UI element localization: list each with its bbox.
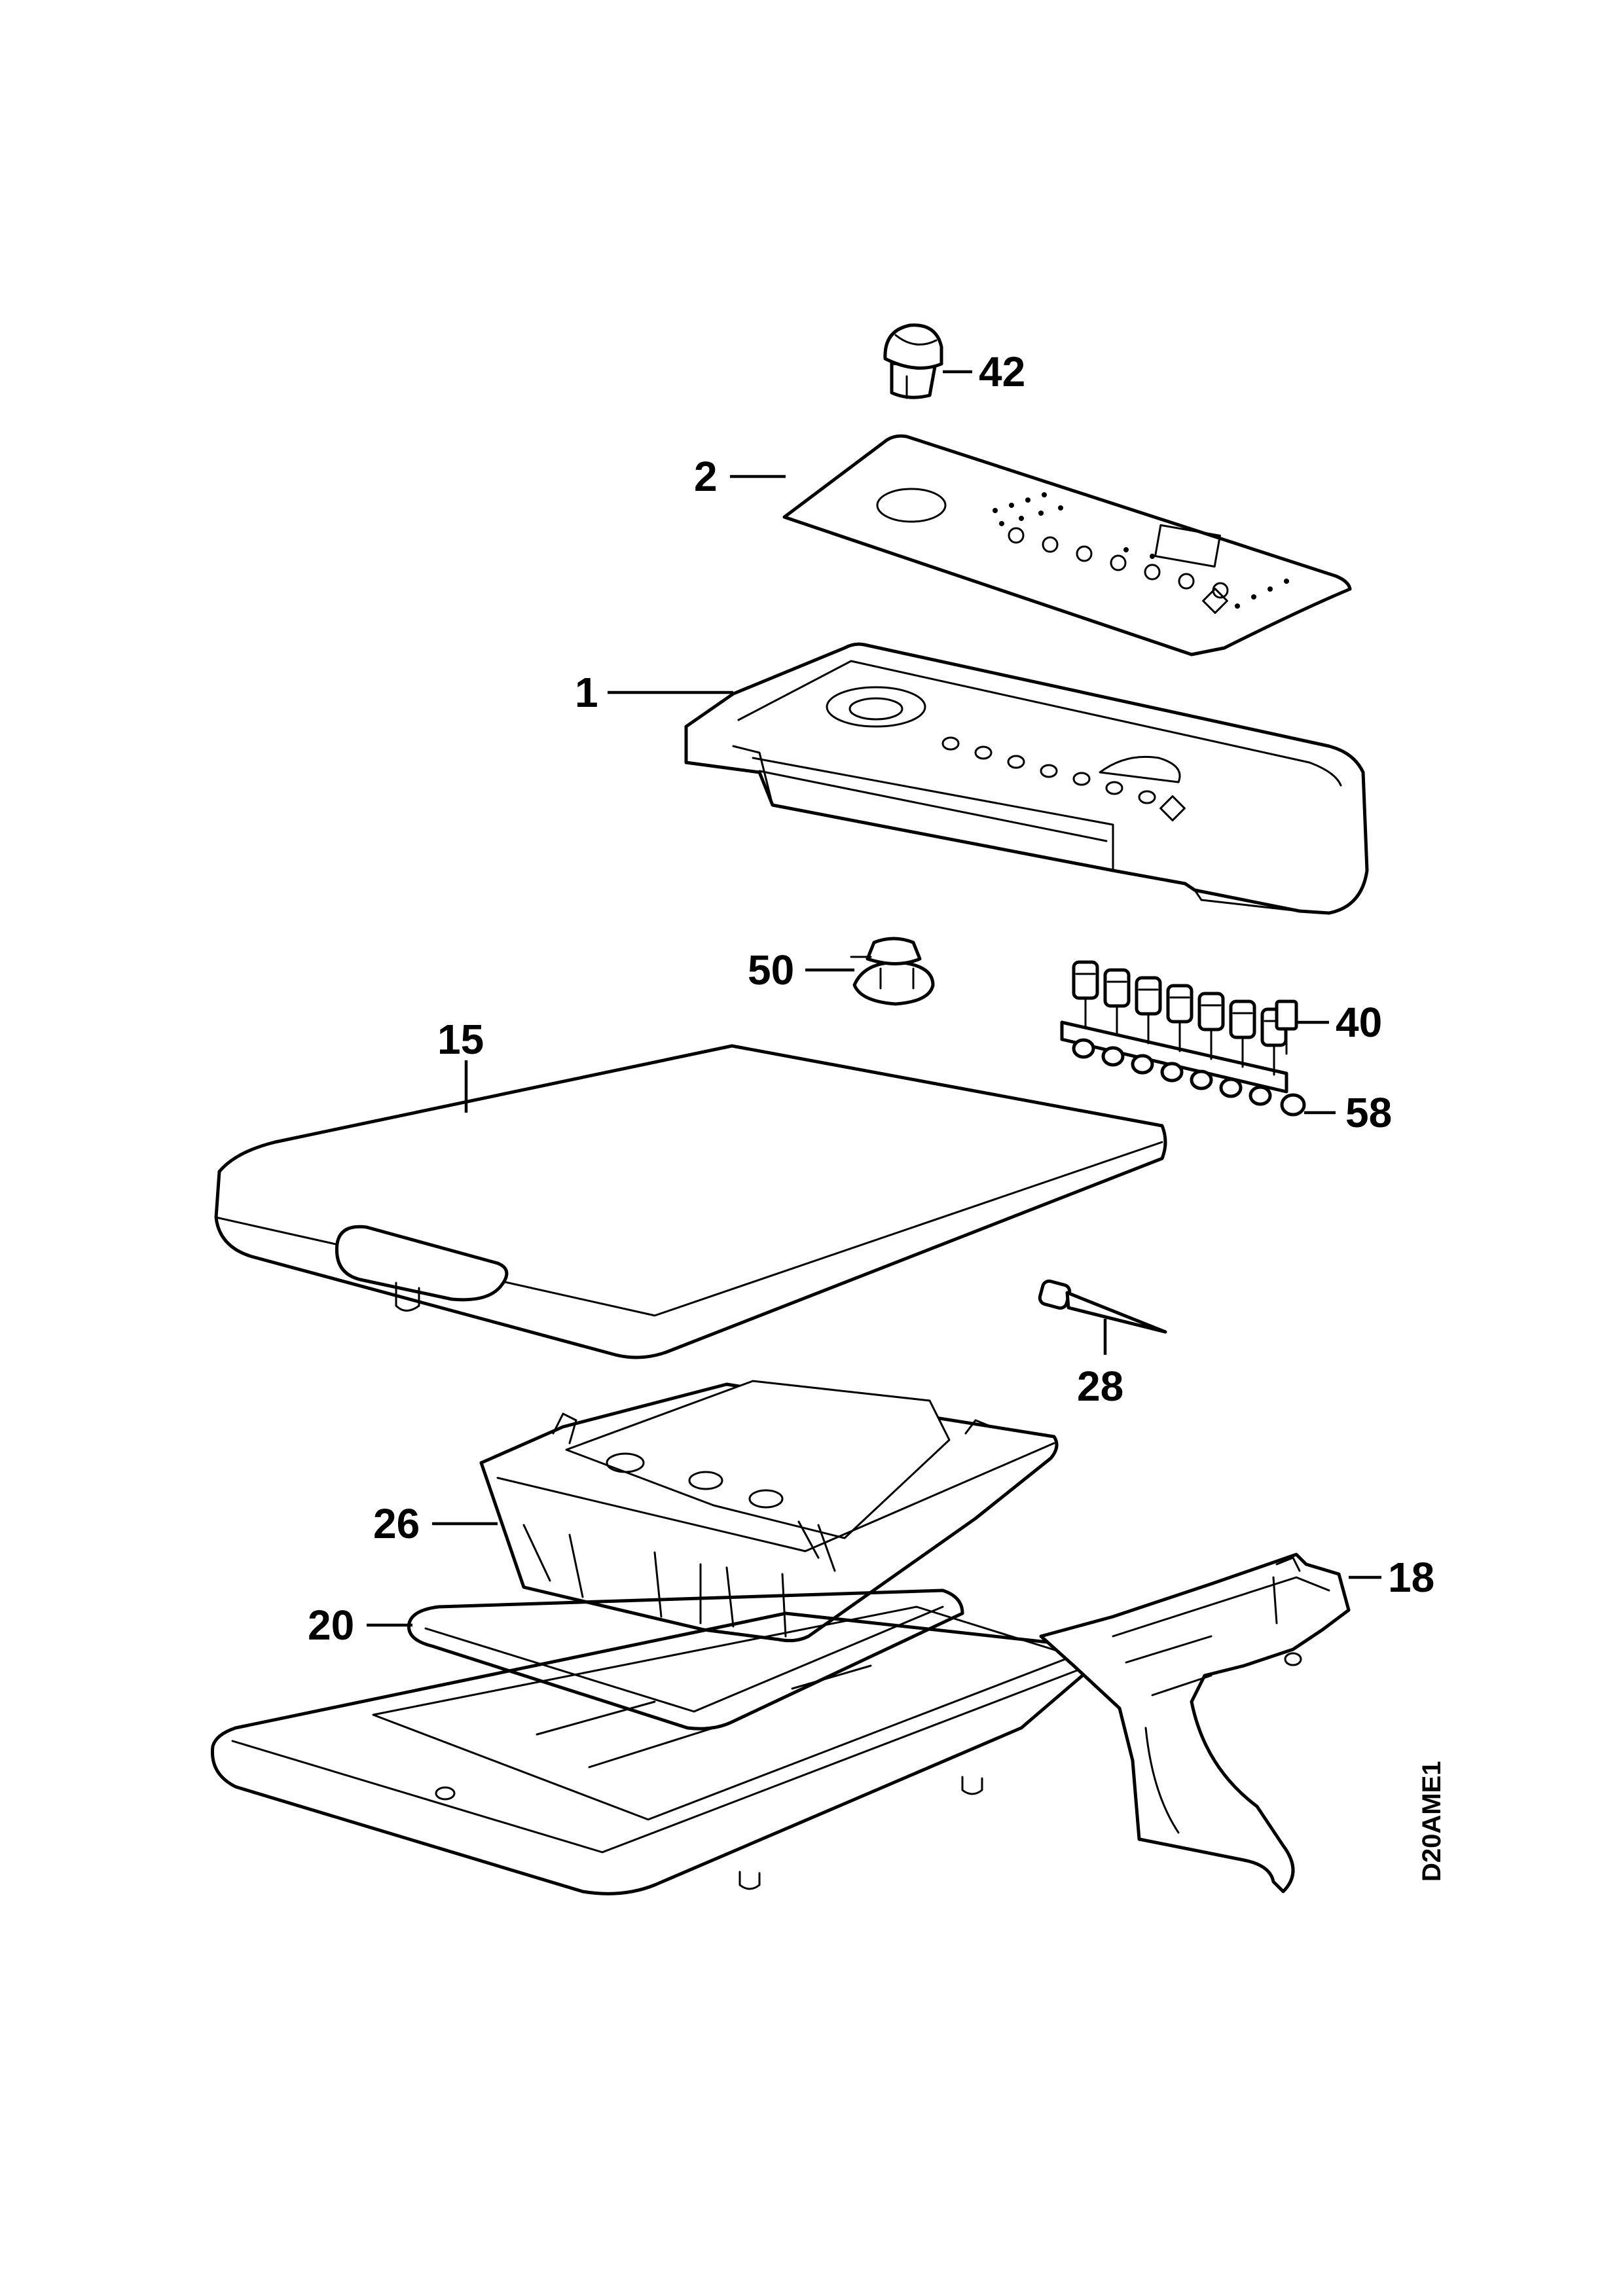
label-26: 26: [373, 1500, 420, 1547]
label-15: 15: [437, 1016, 484, 1063]
part-15-top-lid[interactable]: [214, 1044, 1167, 1359]
base-plate: [210, 1605, 1115, 1895]
part-58-button-caps[interactable]: [1072, 1038, 1306, 1117]
part-labels: 42 2 1 50 40 15 58 28 26 18 20: [308, 348, 1434, 1649]
label-28: 28: [1077, 1363, 1123, 1410]
part-42-knob[interactable]: [883, 323, 943, 399]
label-20: 20: [308, 1602, 354, 1649]
part-2-panel-overlay[interactable]: [782, 434, 1352, 656]
part-28-pin[interactable]: [1038, 1279, 1167, 1334]
part-40-knob-strip[interactable]: [1060, 960, 1298, 1094]
label-1: 1: [575, 669, 598, 716]
part-26-dispenser[interactable]: [479, 1380, 1059, 1643]
knob-row: [1072, 960, 1288, 1076]
part-1-control-panel[interactable]: [684, 642, 1369, 915]
overlay-buttons: [1008, 527, 1229, 614]
label-2: 2: [694, 453, 718, 500]
label-40: 40: [1336, 999, 1382, 1046]
overlay-indicator-dots: [993, 492, 1289, 609]
label-18: 18: [1388, 1554, 1434, 1601]
label-42: 42: [979, 348, 1025, 395]
label-58: 58: [1345, 1089, 1392, 1136]
part-50-bracket[interactable]: [850, 937, 935, 1006]
leader-lines: [367, 370, 1381, 1627]
label-50: 50: [748, 946, 794, 994]
part-20-gasket[interactable]: [407, 1588, 964, 1731]
panel-buttons: [941, 736, 1186, 821]
diagram-code: D20AME1: [1417, 1761, 1446, 1882]
part-18-hinge-bracket[interactable]: [1039, 1552, 1351, 1893]
